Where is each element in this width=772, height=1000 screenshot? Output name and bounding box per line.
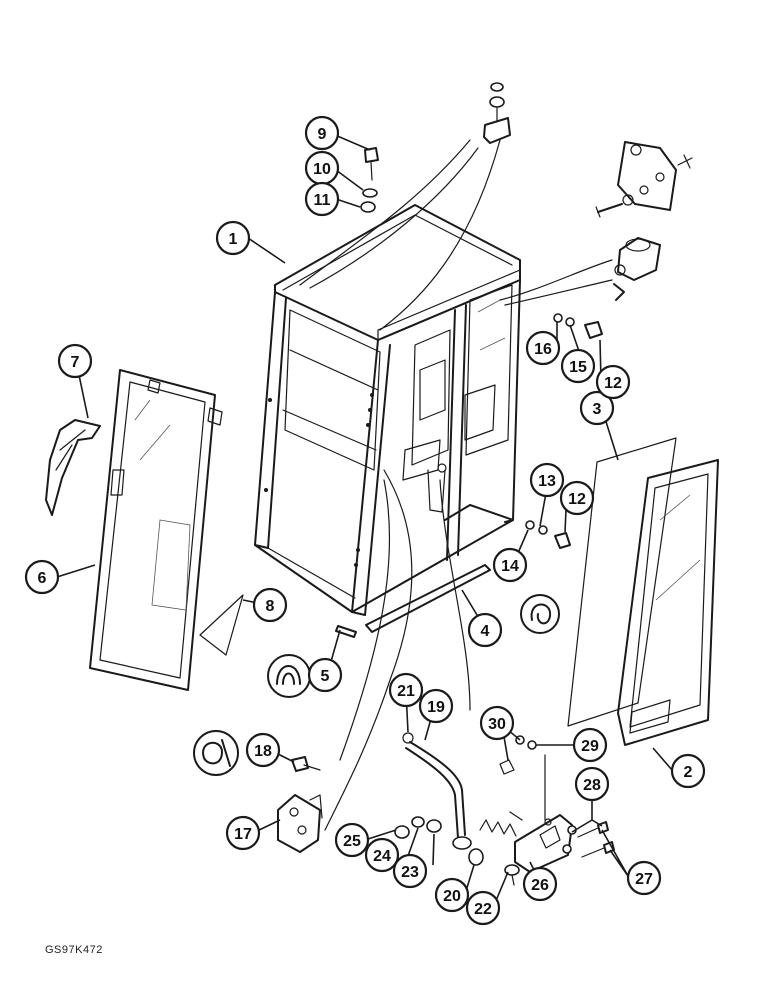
callout-27: 27	[626, 860, 662, 896]
callout-label: 19	[427, 699, 445, 716]
callout-24: 24	[364, 837, 400, 873]
callout-label: 11	[314, 192, 331, 209]
callout-11: 11	[304, 181, 340, 217]
callout-label: 7	[71, 354, 80, 371]
callout-25: 25	[334, 822, 370, 858]
callout-label: 6	[38, 570, 47, 587]
callout-19: 19	[418, 688, 454, 724]
callout-26: 26	[522, 866, 558, 902]
mounting-bracket	[595, 141, 693, 218]
callout-label: 15	[569, 359, 587, 376]
callout-18: 18	[245, 732, 281, 768]
sealant-symbol	[267, 654, 311, 698]
door-glass-seal	[199, 594, 244, 656]
callout-29: 29	[572, 727, 608, 763]
rain-strip	[365, 564, 491, 633]
callout-label: 2	[684, 764, 693, 781]
callout-6: 6	[24, 559, 60, 595]
hinge-pin-upper	[553, 313, 603, 339]
callout-28: 28	[574, 766, 610, 802]
callout-label: 30	[488, 716, 506, 733]
callout-label: 9	[318, 126, 327, 143]
door-handle-wiper	[45, 419, 101, 516]
callout-16: 16	[525, 330, 561, 366]
latch-knob	[402, 732, 414, 744]
callout-label: 21	[397, 683, 415, 700]
latch-bracket	[277, 794, 323, 853]
callout-12-lower: 12	[559, 480, 595, 516]
callout-3: 3	[579, 390, 615, 426]
callout-label: 3	[593, 401, 602, 418]
callout-label: 5	[321, 668, 330, 685]
cab-door	[89, 369, 223, 691]
callout-21: 21	[388, 672, 424, 708]
latch-bolt	[291, 756, 321, 772]
callout-label: 12	[604, 375, 622, 392]
callout-label: 4	[481, 623, 490, 640]
callout-7: 7	[57, 343, 93, 379]
callout-label: 22	[474, 901, 492, 918]
adhesive-symbol	[193, 730, 239, 776]
latch-spring	[479, 819, 517, 837]
callout-9: 9	[304, 115, 340, 151]
callout-label: 27	[635, 871, 653, 888]
callout-label: 26	[531, 877, 549, 894]
callout-label: 13	[538, 473, 556, 490]
latch-mechanism	[509, 811, 573, 873]
latch-rod	[405, 741, 472, 850]
hinge-pin-lower	[525, 520, 571, 549]
callout-4: 4	[467, 612, 503, 648]
callout-8: 8	[252, 587, 288, 623]
callout-label: 1	[229, 231, 238, 248]
callout-label: 8	[266, 598, 275, 615]
callout-14: 14	[492, 547, 528, 583]
latch-washers	[394, 816, 520, 886]
callout-label: 23	[401, 864, 419, 881]
callout-17: 17	[225, 815, 261, 851]
callout-label: 20	[443, 888, 461, 905]
callout-23: 23	[392, 853, 428, 889]
callout-label: 29	[581, 738, 599, 755]
callout-22: 22	[465, 890, 501, 926]
callout-label: 10	[313, 161, 331, 178]
side-window-frame	[617, 459, 719, 746]
roof-mount-stack	[483, 82, 511, 144]
side-glass-panel	[567, 437, 677, 727]
callout-label: 17	[234, 826, 252, 843]
callout-5: 5	[307, 657, 343, 693]
cables	[299, 139, 613, 831]
callout-2: 2	[670, 753, 706, 789]
callout-10: 10	[304, 150, 340, 186]
grease-symbol	[520, 594, 560, 634]
callout-20: 20	[434, 877, 470, 913]
callout-1: 1	[215, 220, 251, 256]
callout-30: 30	[479, 705, 515, 741]
callout-13: 13	[529, 462, 565, 498]
callout-label: 28	[583, 777, 601, 794]
figure-code: GS97K472	[45, 944, 103, 956]
callout-12-upper: 12	[595, 364, 631, 400]
isolator-mount	[613, 237, 661, 301]
bolt-washer-nut	[360, 147, 379, 213]
cab-frame	[254, 204, 521, 616]
callout-label: 25	[343, 833, 361, 850]
callout-label: 16	[534, 341, 552, 358]
callout-label: 18	[254, 743, 272, 760]
callout-label: 12	[568, 491, 586, 508]
callout-label: 14	[501, 558, 519, 575]
callout-15: 15	[560, 348, 596, 384]
stop-pin	[335, 625, 357, 638]
callout-label: 24	[373, 848, 391, 865]
